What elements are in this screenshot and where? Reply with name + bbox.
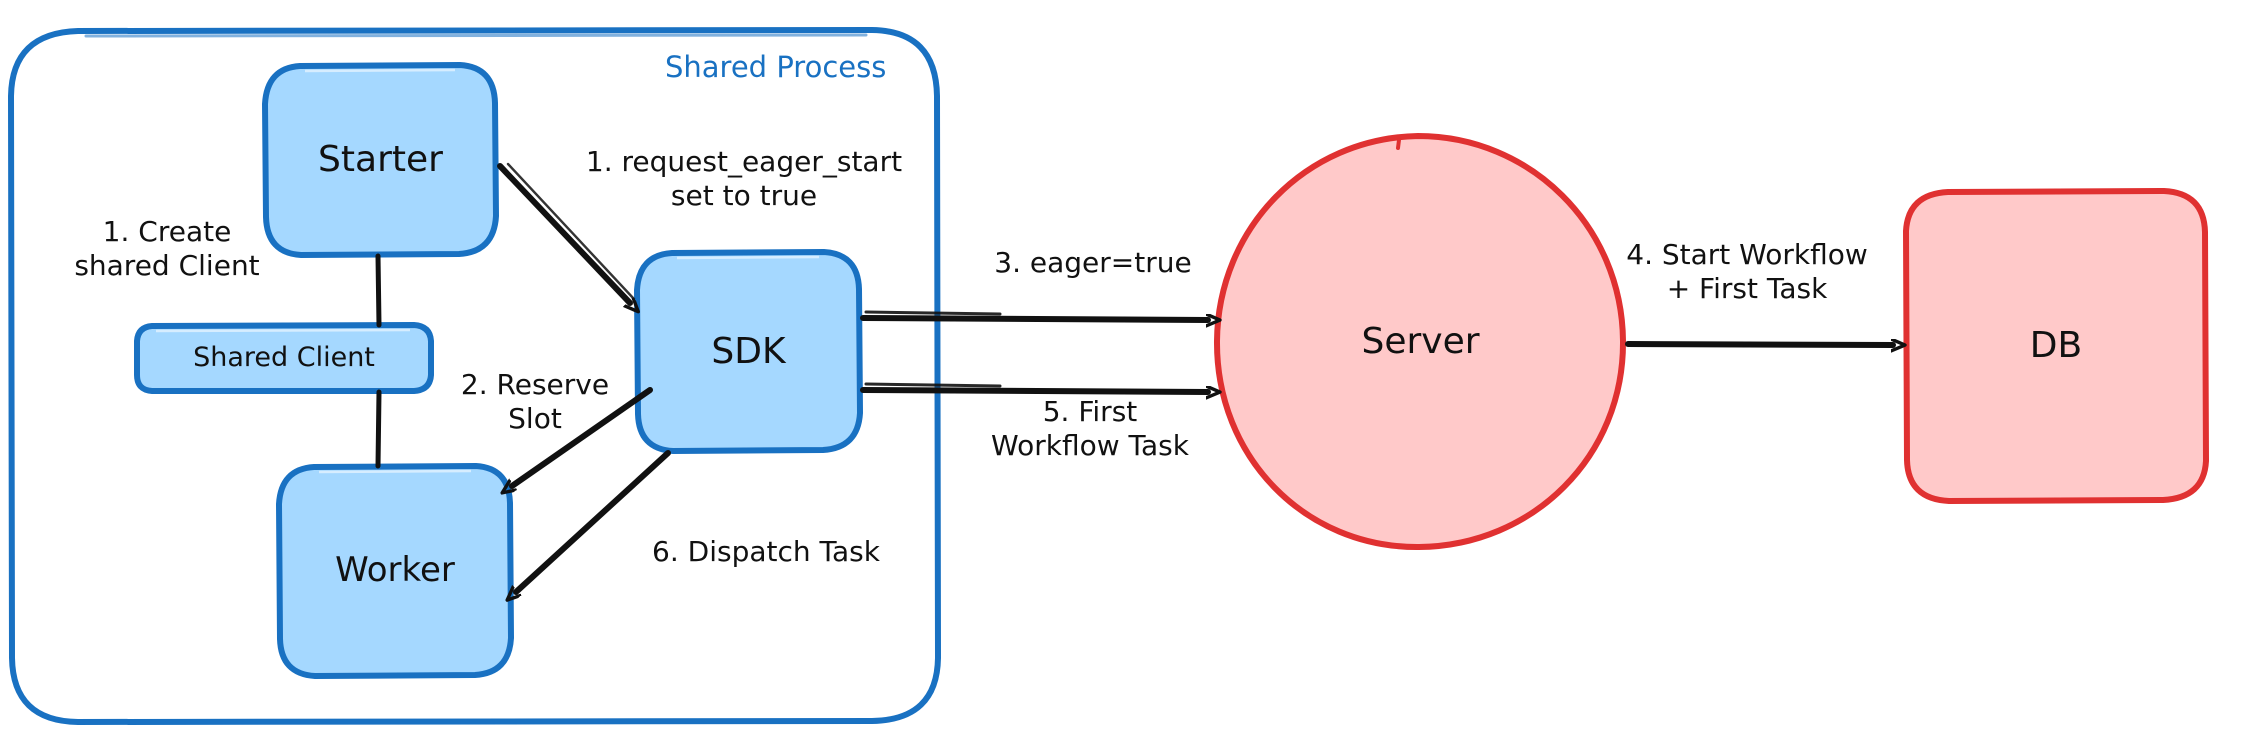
- starter-node-shape[interactable]: [262, 62, 499, 258]
- edge-2-label: 2. Reserve Slot: [460, 368, 610, 435]
- edge-4-server-to-db: [1625, 344, 1893, 345]
- edge-5-label: 5. First Workflow Task: [991, 395, 1189, 462]
- edge-3-sdk-to-server: [860, 310, 1208, 320]
- sdk-node-shape[interactable]: [634, 249, 863, 454]
- shared-client-worker-connector: [375, 389, 382, 469]
- edge-4-label: 4. Start Workflow + First Task: [1626, 238, 1868, 305]
- annotation-create-shared-client-label: 1. Create shared Client: [74, 215, 260, 282]
- starter-shared-client-connector: [375, 253, 382, 328]
- edge-1-label: 1. request_eager_start set to true: [585, 145, 903, 212]
- server-node-shape[interactable]: [1213, 133, 1627, 551]
- shared-client-node-shape[interactable]: [134, 322, 434, 394]
- db-node-shape[interactable]: [1903, 188, 2209, 504]
- worker-node-shape[interactable]: [276, 463, 514, 679]
- edge-5-sdk-to-server: [860, 382, 1208, 392]
- edge-3-label: 3. eager=true: [994, 246, 1192, 279]
- edge-6-sdk-to-worker: [516, 450, 671, 592]
- edge-2-sdk-to-worker: [512, 387, 653, 486]
- shared-process-group-border: [8, 27, 941, 725]
- edge-1-starter-to-sdk: [497, 162, 634, 303]
- edge-6-label: 6. Dispatch Task: [652, 535, 880, 568]
- shared-process-group-label: Shared Process: [665, 50, 887, 84]
